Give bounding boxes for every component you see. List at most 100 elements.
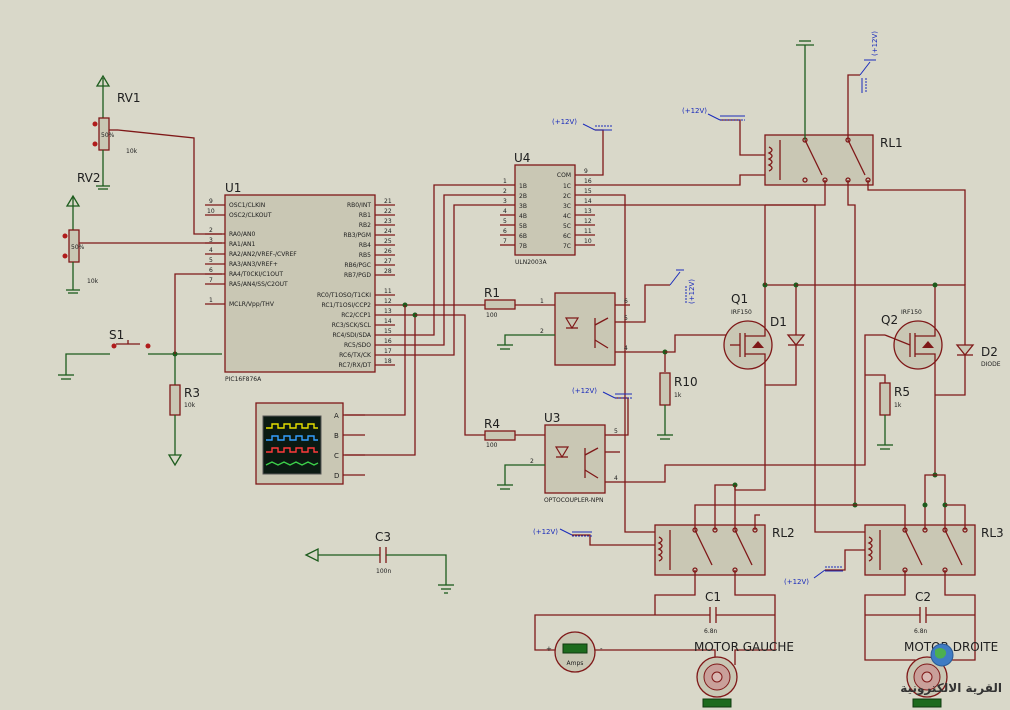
u1-pin-name: RB0/INT: [347, 202, 371, 209]
u1-pin-num: 12: [384, 298, 392, 305]
u1-pin-name: RB2: [359, 222, 371, 229]
u4-pin-name: 6B: [519, 233, 527, 240]
ammeter[interactable]: Amps + -: [546, 631, 603, 673]
rv2-value: 10k: [87, 278, 99, 285]
u4-pin-num: 16: [584, 178, 592, 185]
q1-ref: Q1: [731, 292, 748, 306]
u1-pin-num: 15: [384, 328, 392, 335]
u1-pin-num: 26: [384, 248, 392, 255]
power-label: (+12V): [552, 118, 577, 126]
rv1-potentiometer[interactable]: RV1 10k 50%: [92, 74, 141, 190]
q2-mosfet[interactable]: Q2 IRF150: [881, 309, 943, 370]
u3-optocoupler[interactable]: U3 OPTOCOUPLER-NPN 2 5 4: [530, 411, 620, 504]
motor-right-label: MOTOR DROITE: [904, 640, 998, 654]
u1-pin-num: 14: [384, 318, 392, 325]
u4-pin-name: 5B: [519, 223, 527, 230]
watermark-text: القرية الالكترونية: [900, 681, 1002, 696]
u4-pin-name: 2C: [563, 193, 571, 200]
r5-ref: R5: [894, 385, 910, 399]
u1-pin-num: 28: [384, 268, 392, 275]
power-net-label-rl1: (+12V): [859, 31, 879, 93]
r10-resistor[interactable]: R10 1k: [657, 372, 698, 440]
rl2-relay[interactable]: RL2: [654, 524, 795, 576]
u1-pin-name: RB4: [359, 242, 371, 249]
u1-pin-num: 2: [209, 227, 213, 234]
q1-mosfet[interactable]: Q1 IRF150: [723, 292, 773, 370]
power-net-label-rl2: (+12V): [533, 528, 592, 537]
q1-part: IRF150: [731, 309, 752, 316]
u4-pin-num: 12: [584, 218, 592, 225]
pin-label: 2: [530, 458, 534, 465]
d1-ref: D1: [770, 315, 787, 329]
u4-pin-num: 7: [503, 238, 507, 245]
u1-pin-name: RA1/AN1: [229, 241, 255, 248]
u1-pin-num: 7: [209, 277, 213, 284]
watermark-logo: القرية الالكترونية: [900, 643, 1002, 696]
u1-pin-name: RC2/CCP1: [341, 312, 371, 319]
power-label: (+12V): [784, 578, 809, 586]
s1-switch[interactable]: S1: [58, 328, 222, 380]
oscilloscope[interactable]: A B C D: [255, 402, 365, 485]
c2-capacitor[interactable]: C2 6.8n: [865, 590, 975, 635]
r1-ref: R1: [484, 286, 500, 300]
u4-pin-name: 6C: [563, 233, 571, 240]
r4-resistor[interactable]: R4 100: [484, 417, 545, 449]
d2-diode[interactable]: D2 DIODE: [955, 344, 1001, 368]
u4-uln2003a[interactable]: U4 ULN2003A COM 9 1 2 3 4 5 6 7 1B 2B 3B…: [500, 151, 595, 266]
pin-label: 5: [614, 428, 618, 435]
u1-pin-name: OSC2/CLKOUT: [229, 212, 272, 219]
u1-pin-name: RA0/AN0: [229, 231, 255, 238]
u4-pin-num: 9: [584, 168, 588, 175]
r5-resistor[interactable]: R5 1k: [877, 382, 910, 450]
motor-right[interactable]: MOTOR DROITE: [904, 640, 998, 708]
u1-pic16f876a[interactable]: U1 PIC16F876A 9 10 2 3 4 5 6 7 1 OSC1/CL…: [205, 181, 395, 383]
q2-part: IRF150: [901, 309, 922, 316]
u1-pin-num: 21: [384, 198, 392, 205]
d1-diode[interactable]: D1: [770, 315, 806, 347]
r3-value: 10k: [184, 402, 196, 409]
c3-capacitor[interactable]: C3 100n: [304, 530, 454, 594]
u3-part: OPTOCOUPLER-NPN: [544, 497, 603, 504]
u4-pin-num: 3: [503, 198, 507, 205]
u3-ref: U3: [544, 411, 560, 425]
u2-optocoupler[interactable]: 1 2 6 5 4: [540, 292, 630, 366]
r10-ref: R10: [674, 375, 698, 389]
u1-pin-name: RB5: [359, 252, 371, 259]
u1-pin-num: 4: [209, 247, 213, 254]
r3-ref: R3: [184, 386, 200, 400]
r4-value: 100: [486, 442, 498, 449]
rl3-ref: RL3: [981, 526, 1004, 540]
u1-pin-num: 24: [384, 228, 392, 235]
motor-left-label: MOTOR GAUCHE: [694, 640, 794, 654]
u4-pin-num: 2: [503, 188, 507, 195]
c3-value: 100n: [376, 568, 391, 575]
rl1-relay[interactable]: RL1: [764, 134, 903, 186]
u4-pin-name: 1C: [563, 183, 571, 190]
c1-capacitor[interactable]: C1 6.8n: [655, 590, 775, 635]
u1-pin-num: 13: [384, 308, 392, 315]
scope-channel-b: B: [334, 432, 339, 440]
r1-resistor[interactable]: R1 100: [484, 286, 555, 319]
u4-pin-num: 1: [503, 178, 507, 185]
u1-pin-num: 22: [384, 208, 392, 215]
u4-ref: U4: [514, 151, 530, 165]
scope-channel-c: C: [334, 452, 339, 460]
rv2-potentiometer[interactable]: RV2 10k 50%: [62, 171, 101, 294]
motor-left[interactable]: MOTOR GAUCHE: [694, 640, 794, 708]
scope-channel-a: A: [334, 412, 339, 420]
d2-part: DIODE: [981, 361, 1001, 368]
power-net-label-rl3: (+12V): [784, 566, 843, 586]
u1-pin-name: RB3/PGM: [343, 232, 371, 239]
u1-pin-name: RC0/T1OSO/T1CKI: [317, 292, 371, 299]
u4-pin-num: 15: [584, 188, 592, 195]
power-net-label-rl1-coil: (+12V): [682, 107, 745, 121]
u1-pin-num: 6: [209, 267, 213, 274]
rl3-relay[interactable]: RL3: [864, 524, 1004, 576]
u1-pin-name: OSC1/CLKIN: [229, 202, 265, 209]
power-net-label-u4: (+12V): [552, 118, 612, 131]
r3-resistor[interactable]: R3 10k: [167, 354, 200, 467]
u1-pin-num: 16: [384, 338, 392, 345]
c1-ref: C1: [705, 590, 721, 604]
rv2-ref: RV2: [77, 171, 101, 185]
